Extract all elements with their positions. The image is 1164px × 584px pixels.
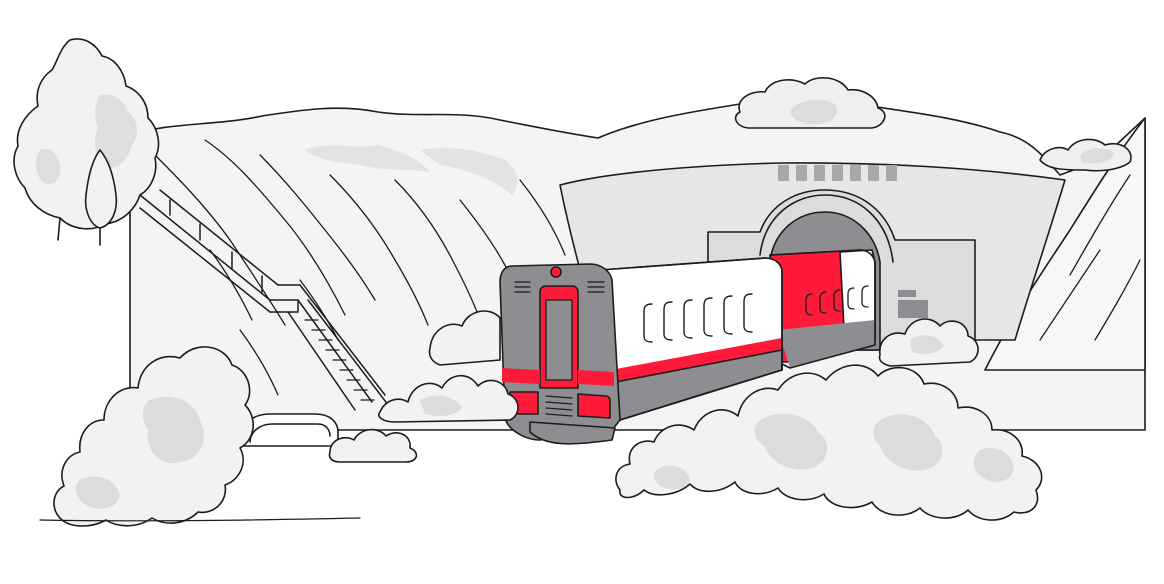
train xyxy=(499,249,876,445)
vent-row xyxy=(778,165,897,181)
ground-line xyxy=(39,517,361,522)
staircase xyxy=(139,189,393,411)
bush-mid xyxy=(328,310,519,463)
culvert xyxy=(239,413,339,447)
tree xyxy=(13,38,160,246)
hilltop-shrubs xyxy=(734,77,1132,172)
bush-left xyxy=(53,346,254,527)
front-car xyxy=(499,257,783,445)
side-windows xyxy=(643,293,753,343)
bush-right xyxy=(615,318,1043,521)
rear-car xyxy=(769,249,876,369)
signal-box xyxy=(898,290,928,318)
